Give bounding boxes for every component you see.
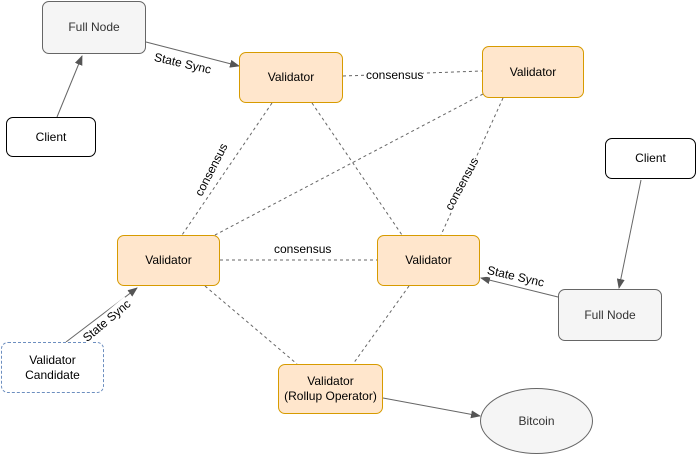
edge-label-consensus-top: consensus xyxy=(366,68,424,82)
consensus-link-midleft-rollup xyxy=(204,285,298,365)
client-left[interactable]: Client xyxy=(6,117,96,157)
validator-top-right[interactable]: Validator xyxy=(482,46,584,98)
edge-fullnode-to-validator-right xyxy=(480,276,559,298)
client-right[interactable]: Client xyxy=(605,138,696,179)
edge-client-to-fullnode-right xyxy=(616,179,642,289)
validator-rollup-operator[interactable]: Validator (Rollup Operator) xyxy=(278,364,383,414)
edge-rollup-to-bitcoin xyxy=(382,397,481,419)
validator-top-center[interactable]: Validator xyxy=(239,52,343,103)
edge-client-to-fullnode-top xyxy=(56,55,83,118)
consensus-link-midright-rollup xyxy=(352,285,410,365)
full-node-right[interactable]: Full Node xyxy=(558,289,662,341)
edge-label-consensus-middle: consensus xyxy=(274,242,332,256)
validator-mid-left[interactable]: Validator xyxy=(117,235,220,286)
consensus-link-topcenter-midleft xyxy=(181,102,273,236)
consensus-link-topright-midright xyxy=(440,97,504,236)
bitcoin-node[interactable]: Bitcoin xyxy=(480,388,593,454)
validator-candidate[interactable]: Validator Candidate xyxy=(1,342,104,393)
consensus-link-topright-midleft xyxy=(214,93,484,236)
consensus-link-top xyxy=(342,70,483,77)
edge-fullnode-to-validator-top xyxy=(145,41,240,68)
validator-mid-right[interactable]: Validator xyxy=(377,235,480,286)
full-node-top[interactable]: Full Node xyxy=(42,1,146,54)
consensus-link-topcenter-midright xyxy=(311,102,403,236)
